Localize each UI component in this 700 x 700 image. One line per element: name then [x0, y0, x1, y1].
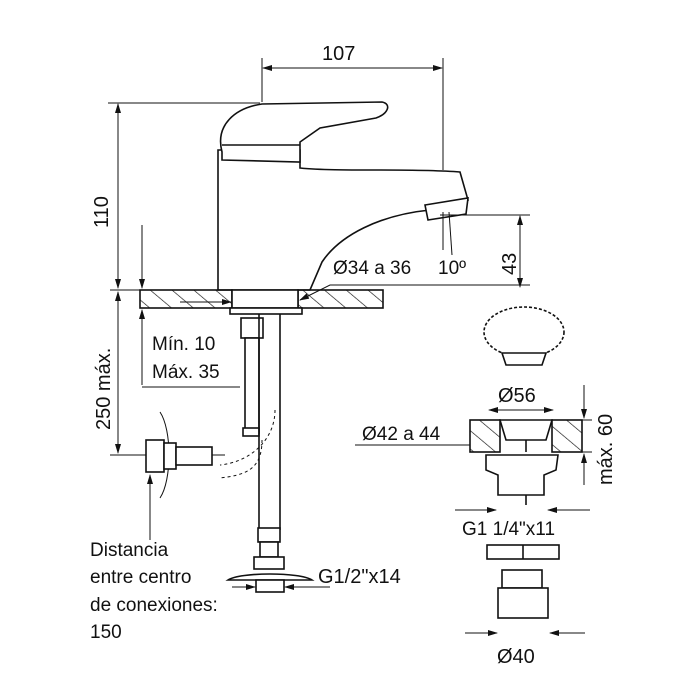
thickness-min-label: Mín. 10 — [152, 334, 215, 355]
note-line-3: de conexiones: — [90, 595, 218, 616]
note-line-1: Distancia — [90, 540, 169, 561]
drain-hole-label: Ø42 a 44 — [362, 424, 441, 445]
dimension-110-label: 110 — [91, 196, 113, 228]
angle-label: 10º — [438, 258, 466, 279]
drain-top-label: Ø56 — [498, 385, 536, 407]
dimension-250-label: 250 máx. — [93, 348, 115, 430]
drain-assembly: Ø56 Ø42 a 44 G1 1/4"x11 Ø40 máx. 60 — [355, 306, 617, 668]
dimension-43-label: 43 — [499, 253, 521, 275]
inlet-thread-label: G1/2"x14 — [318, 566, 401, 588]
thickness-max-label: Máx. 35 — [152, 362, 220, 383]
countertop-thickness: Mín. 10 Máx. 35 — [139, 225, 240, 388]
hole-diameter-label: Ø34 a 36 — [333, 258, 411, 279]
dimension-107-label: 107 — [322, 43, 355, 65]
drain-max-label: máx. 60 — [595, 414, 617, 485]
supply-hoses — [219, 314, 330, 593]
countertop-section — [110, 289, 384, 315]
drain-thread-label: G1 1/4"x11 — [462, 519, 555, 540]
note-line-4: 150 — [90, 622, 122, 643]
dimension-107: 107 — [261, 43, 444, 170]
connection-distance-note: Distancia entre centro de conexiones: 15… — [90, 540, 218, 643]
wall-connector — [145, 411, 213, 540]
dimension-110: 110 — [91, 102, 260, 289]
faucet-body — [217, 101, 530, 291]
dimension-43: 43 — [499, 215, 523, 288]
drain-bottom-label: Ø40 — [497, 646, 535, 668]
note-line-2: entre centro — [90, 567, 191, 588]
